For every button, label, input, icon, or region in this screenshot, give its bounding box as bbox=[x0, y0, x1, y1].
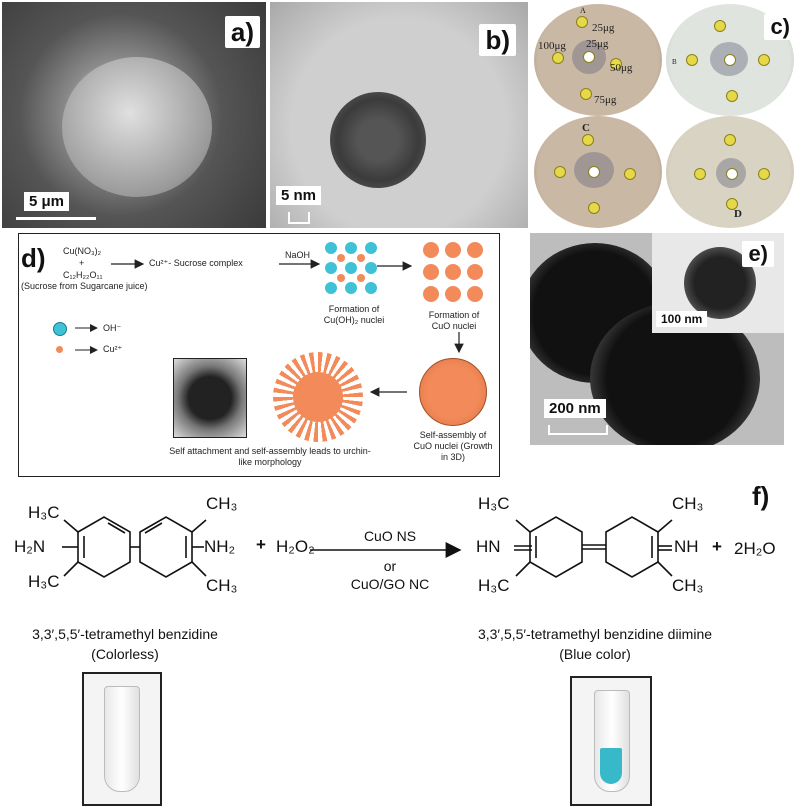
reactant-ch3-bottom: CH₃ bbox=[206, 576, 238, 595]
disk bbox=[726, 90, 738, 102]
self-assembly-caption: Self-assembly of CuO nuclei (Growth in 3… bbox=[413, 430, 493, 462]
disk bbox=[583, 51, 595, 63]
sucrose-formula: C₁₂H₂₂O₁₁ bbox=[63, 270, 103, 280]
reactant-name: 3,3′,5,5′-tetramethyl benzidine bbox=[32, 626, 218, 642]
panel-e-scale-bar bbox=[548, 425, 608, 435]
plus-sign: + bbox=[79, 258, 85, 268]
urchin-core bbox=[293, 372, 343, 422]
panel-e-inset-scale: 100 nm bbox=[656, 311, 708, 327]
catalyst-or: or bbox=[383, 558, 397, 574]
cu-nitrate: Cu(NO₃)₂ bbox=[63, 246, 102, 256]
blue-tube-photo bbox=[570, 676, 652, 806]
disk bbox=[610, 58, 622, 70]
disk bbox=[580, 88, 592, 100]
disk bbox=[686, 54, 698, 66]
disk bbox=[588, 202, 600, 214]
disk bbox=[726, 198, 738, 210]
colorless-tube-photo bbox=[82, 672, 162, 806]
disk bbox=[726, 168, 738, 180]
cuo-cluster bbox=[419, 358, 487, 426]
product-hn: HN bbox=[476, 537, 501, 556]
panel-c-plates: A 25μg 25μg 100μg 50μg 75μg B c) C D bbox=[530, 2, 798, 228]
cuo-caption: Formation of CuO nuclei bbox=[428, 310, 480, 331]
schematic-arrows bbox=[75, 259, 464, 397]
reactant-h3c-top: H₃C bbox=[28, 503, 60, 522]
dose-label: 25μg bbox=[586, 38, 609, 50]
product-h3c-bottom: H₃C bbox=[478, 576, 510, 595]
panel-a-scale-bar bbox=[16, 217, 96, 220]
legend-oh-dot bbox=[53, 322, 67, 336]
panel-b-label: b) bbox=[479, 24, 516, 56]
panel-a-sem-image: a) 5 μm bbox=[2, 2, 266, 228]
urchin-particle bbox=[62, 57, 212, 197]
panel-e-main-scale: 200 nm bbox=[544, 399, 606, 418]
water: 2H₂O bbox=[734, 539, 776, 558]
catalyst-cuo-go: CuO/GO NC bbox=[350, 576, 430, 592]
disk bbox=[714, 20, 726, 32]
reactant-h2n: H₂N bbox=[14, 537, 46, 556]
panel-f-label: f) bbox=[746, 480, 776, 512]
disk bbox=[582, 134, 594, 146]
plate-letter-b: B bbox=[672, 58, 677, 66]
product-ch3-top: CH₃ bbox=[672, 494, 704, 513]
disk bbox=[552, 52, 564, 64]
disk bbox=[724, 134, 736, 146]
dose-label: 75μg bbox=[594, 94, 617, 106]
blue-liquid bbox=[600, 748, 622, 784]
h2o2: H₂O₂ bbox=[276, 537, 315, 556]
panel-c-label: c) bbox=[764, 14, 796, 40]
dose-label: 50μg bbox=[610, 62, 633, 74]
disk bbox=[576, 16, 588, 28]
product-ch3-bottom: CH₃ bbox=[672, 576, 704, 595]
panel-e-tem-image: 100 nm e) 200 nm bbox=[530, 233, 784, 445]
plate-letter-a: A bbox=[580, 6, 586, 15]
complex-label: Cu²⁺- Sucrose complex bbox=[149, 258, 243, 268]
dose-label: 25μg bbox=[592, 22, 615, 34]
urchin-caption: Self attachment and self-assembly leads … bbox=[169, 446, 371, 467]
reactant-ch3-top: CH₃ bbox=[206, 494, 238, 513]
panel-d-schematic: Cu(NO₃)₂ + C₁₂H₂₂O₁₁ (Sucrose from Sugar… bbox=[18, 233, 500, 477]
legend-oh-label: OH⁻ bbox=[103, 323, 122, 333]
disk bbox=[588, 166, 600, 178]
cuoh2-caption: Formation of Cu(OH)₂ nuclei bbox=[323, 304, 385, 325]
panel-b-scale-label: 5 nm bbox=[276, 186, 322, 205]
disk bbox=[624, 168, 636, 180]
reactant-nh2: NH₂ bbox=[204, 537, 236, 556]
plate-letter-c: C bbox=[582, 122, 590, 134]
product-name: 3,3′,5,5′-tetramethyl benzidine diimine bbox=[477, 626, 713, 642]
catalyst-cuo-ns: CuO NS bbox=[363, 528, 417, 544]
sucrose-source: (Sucrose from Sugarcane juice) bbox=[21, 281, 148, 291]
disk bbox=[554, 166, 566, 178]
reactant-color: (Colorless) bbox=[91, 646, 159, 662]
cuo-nuclei-grid bbox=[423, 242, 483, 302]
tube-body bbox=[104, 686, 140, 792]
legend-cu-dot bbox=[56, 346, 63, 353]
cuoh2-lattice bbox=[325, 242, 379, 296]
plus-sign: + bbox=[712, 537, 722, 556]
product-h3c-top: H₃C bbox=[478, 494, 510, 513]
plate-letter-d: D bbox=[734, 208, 742, 220]
cuo-nanoparticle bbox=[330, 92, 426, 188]
product-nh: NH bbox=[674, 537, 699, 556]
plus-sign: + bbox=[256, 535, 266, 554]
product-color: (Blue color) bbox=[559, 646, 631, 662]
disk bbox=[694, 168, 706, 180]
disk bbox=[758, 54, 770, 66]
dose-label: 100μg bbox=[538, 40, 566, 52]
panel-a-scale-label: 5 μm bbox=[24, 192, 70, 211]
disk bbox=[758, 168, 770, 180]
panel-e-label: e) bbox=[742, 241, 774, 267]
panel-a-label: a) bbox=[224, 16, 260, 48]
legend-cu-label: Cu²⁺ bbox=[103, 344, 123, 354]
reactant-h3c-bottom: H₃C bbox=[28, 572, 60, 591]
disk bbox=[724, 54, 736, 66]
panel-b-scale-bar bbox=[288, 212, 310, 224]
panel-b-tem-image: b) 5 nm bbox=[270, 2, 528, 228]
panel-d-label: d) bbox=[21, 243, 46, 273]
naoh-label: NaOH bbox=[285, 250, 311, 260]
urchin-tem-inset bbox=[173, 358, 247, 438]
